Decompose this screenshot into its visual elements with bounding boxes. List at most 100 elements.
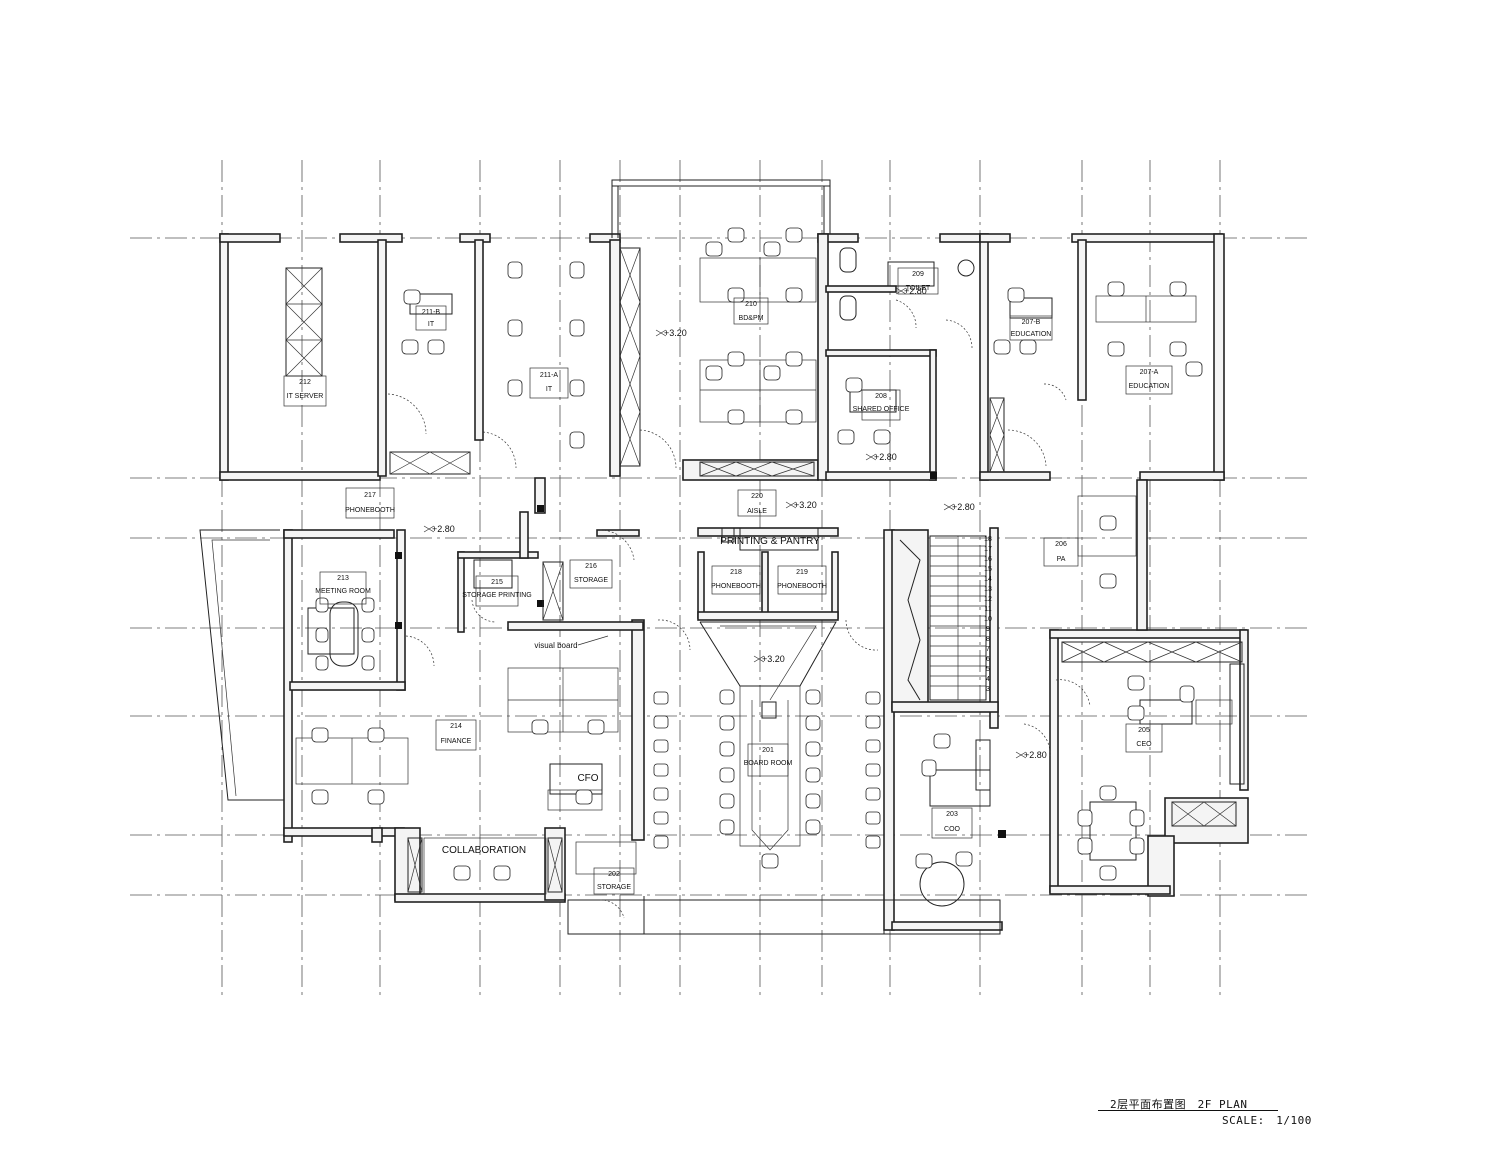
svg-text:205: 205 xyxy=(1138,727,1150,734)
svg-text:217: 217 xyxy=(364,492,376,499)
svg-text:+3.20: +3.20 xyxy=(762,654,785,664)
svg-text:+2.80: +2.80 xyxy=(904,286,927,296)
svg-text:220: 220 xyxy=(751,493,763,500)
title-underline xyxy=(1098,1110,1278,1111)
cfo-label: CFO xyxy=(577,773,598,784)
doors xyxy=(387,299,1091,919)
room-207-a[interactable]: 207-A EDUCATION xyxy=(1125,365,1173,395)
svg-text:PHONEBOOTH: PHONEBOOTH xyxy=(345,507,395,514)
svg-text:EDUCATION: EDUCATION xyxy=(1129,383,1170,390)
room-210[interactable]: 210 BD&PM xyxy=(733,297,769,325)
stair-step: 16 xyxy=(984,556,992,563)
room-213[interactable]: 213 MEETING ROOM xyxy=(315,571,371,605)
level-marker: +2.80 xyxy=(1015,750,1047,760)
room-215[interactable]: 215 STORAGE PRINTING xyxy=(462,575,532,607)
stair-step: 17 xyxy=(984,546,992,553)
svg-text:201: 201 xyxy=(762,747,774,754)
level-markers: +3.20 +2.80 +3.20 +2.80 +2.80 +2.80 +3.2… xyxy=(423,286,1047,760)
level-marker: +2.80 xyxy=(943,502,975,512)
level-marker: +3.20 xyxy=(785,500,817,510)
level-marker: +2.80 xyxy=(423,524,455,534)
level-marker: +2.80 xyxy=(865,452,897,462)
room-216[interactable]: 216 STORAGE xyxy=(569,559,613,589)
room-214[interactable]: 214 FINANCE xyxy=(435,719,477,751)
svg-text:+2.80: +2.80 xyxy=(952,502,975,512)
room-217[interactable]: 217 PHONEBOOTH xyxy=(345,487,395,519)
svg-text:CEO: CEO xyxy=(1136,741,1152,748)
room-219[interactable]: 219 PHONEBOOTH xyxy=(777,565,827,595)
room-211-a[interactable]: 211-A IT xyxy=(529,367,569,399)
svg-text:214: 214 xyxy=(450,723,462,730)
level-marker: +2.80 xyxy=(895,286,927,296)
svg-text:219: 219 xyxy=(796,569,808,576)
room-202[interactable]: 202 STORAGE xyxy=(593,867,635,895)
svg-text:210: 210 xyxy=(745,301,757,308)
svg-text:+3.20: +3.20 xyxy=(664,328,687,338)
stair-step: 13 xyxy=(984,586,992,593)
stair-step: 4 xyxy=(986,676,990,683)
room-201[interactable]: 201 BOARD ROOM xyxy=(744,743,793,777)
room-205[interactable]: 205 CEO xyxy=(1125,723,1163,753)
svg-text:203: 203 xyxy=(946,811,958,818)
svg-text:+2.80: +2.80 xyxy=(874,452,897,462)
stair-step: 14 xyxy=(984,576,992,583)
room-212[interactable]: 212 IT SERVER xyxy=(283,375,327,407)
svg-text:IT: IT xyxy=(428,321,435,328)
svg-text:209: 209 xyxy=(912,271,924,278)
stair-step: 8 xyxy=(986,636,990,643)
svg-text:207-B: 207-B xyxy=(1022,319,1041,326)
svg-text:215: 215 xyxy=(491,579,503,586)
svg-text:TOILET: TOILET xyxy=(906,285,931,292)
room-207-b[interactable]: 207-B EDUCATION xyxy=(1009,315,1053,341)
stair-step: 9 xyxy=(986,626,990,633)
walls xyxy=(199,179,1249,935)
svg-text:BD&PM: BD&PM xyxy=(739,315,764,322)
stair-step: 12 xyxy=(984,596,992,603)
svg-text:213: 213 xyxy=(337,575,349,582)
svg-text:IT SERVER: IT SERVER xyxy=(287,393,324,400)
staircase: 18 17 16 15 14 13 12 11 10 9 8 7 6 5 4 3 xyxy=(899,535,992,701)
toilet-fixtures xyxy=(839,247,975,321)
printing-pantry-label: PRINTING & PANTRY xyxy=(720,536,820,547)
svg-text:+3.20: +3.20 xyxy=(794,500,817,510)
svg-text:COO: COO xyxy=(944,826,961,833)
svg-text:211-B: 211-B xyxy=(422,309,440,316)
svg-text:PA: PA xyxy=(1057,556,1066,563)
drawing-title: 2层平面布置图 2F PLAN xyxy=(1110,1098,1248,1111)
stair-step: 3 xyxy=(986,686,990,693)
svg-text:202: 202 xyxy=(608,871,620,878)
chairs[interactable] xyxy=(311,227,1203,881)
collaboration-label: COLLABORATION xyxy=(442,845,526,856)
stair-step: 18 xyxy=(984,536,992,543)
room-211-b[interactable]: 211-B IT xyxy=(415,305,447,331)
room-209[interactable]: 209 TOILET xyxy=(897,267,939,295)
stair-step: 15 xyxy=(984,566,992,573)
stair-step: 5 xyxy=(986,666,990,673)
room-220[interactable]: 220 AISLE xyxy=(737,489,777,517)
room-218[interactable]: 218 PHONEBOOTH xyxy=(711,565,761,595)
stair-step: 11 xyxy=(984,606,991,613)
room-203[interactable]: 203 COO xyxy=(931,807,973,839)
axis-grid xyxy=(130,160,1310,995)
svg-text:STORAGE: STORAGE xyxy=(574,577,608,584)
svg-text:SHARED OFFICE: SHARED OFFICE xyxy=(853,406,910,413)
level-marker: +3.20 xyxy=(753,654,785,664)
svg-text:FINANCE: FINANCE xyxy=(441,738,472,745)
svg-text:207-A: 207-A xyxy=(1140,369,1159,376)
room-labels: 212 IT SERVER 211-B IT 211-A IT 210 BD&P… xyxy=(283,267,1173,895)
svg-text:216: 216 xyxy=(585,563,597,570)
svg-text:+2.80: +2.80 xyxy=(432,524,455,534)
svg-text:STORAGE PRINTING: STORAGE PRINTING xyxy=(462,592,532,599)
svg-text:EDUCATION: EDUCATION xyxy=(1011,331,1052,338)
room-208[interactable]: 208 SHARED OFFICE xyxy=(853,389,910,421)
svg-text:AISLE: AISLE xyxy=(747,508,767,515)
area-labels: PRINTING & PANTRY CFO COLLABORATION visu… xyxy=(442,536,820,856)
svg-text:218: 218 xyxy=(730,569,742,576)
room-206[interactable]: 206 PA xyxy=(1043,537,1079,567)
svg-text:212: 212 xyxy=(299,379,311,386)
svg-text:208: 208 xyxy=(875,393,887,400)
svg-text:BOARD ROOM: BOARD ROOM xyxy=(744,760,793,767)
svg-text:IT: IT xyxy=(546,386,553,393)
svg-text:206: 206 xyxy=(1055,541,1067,548)
